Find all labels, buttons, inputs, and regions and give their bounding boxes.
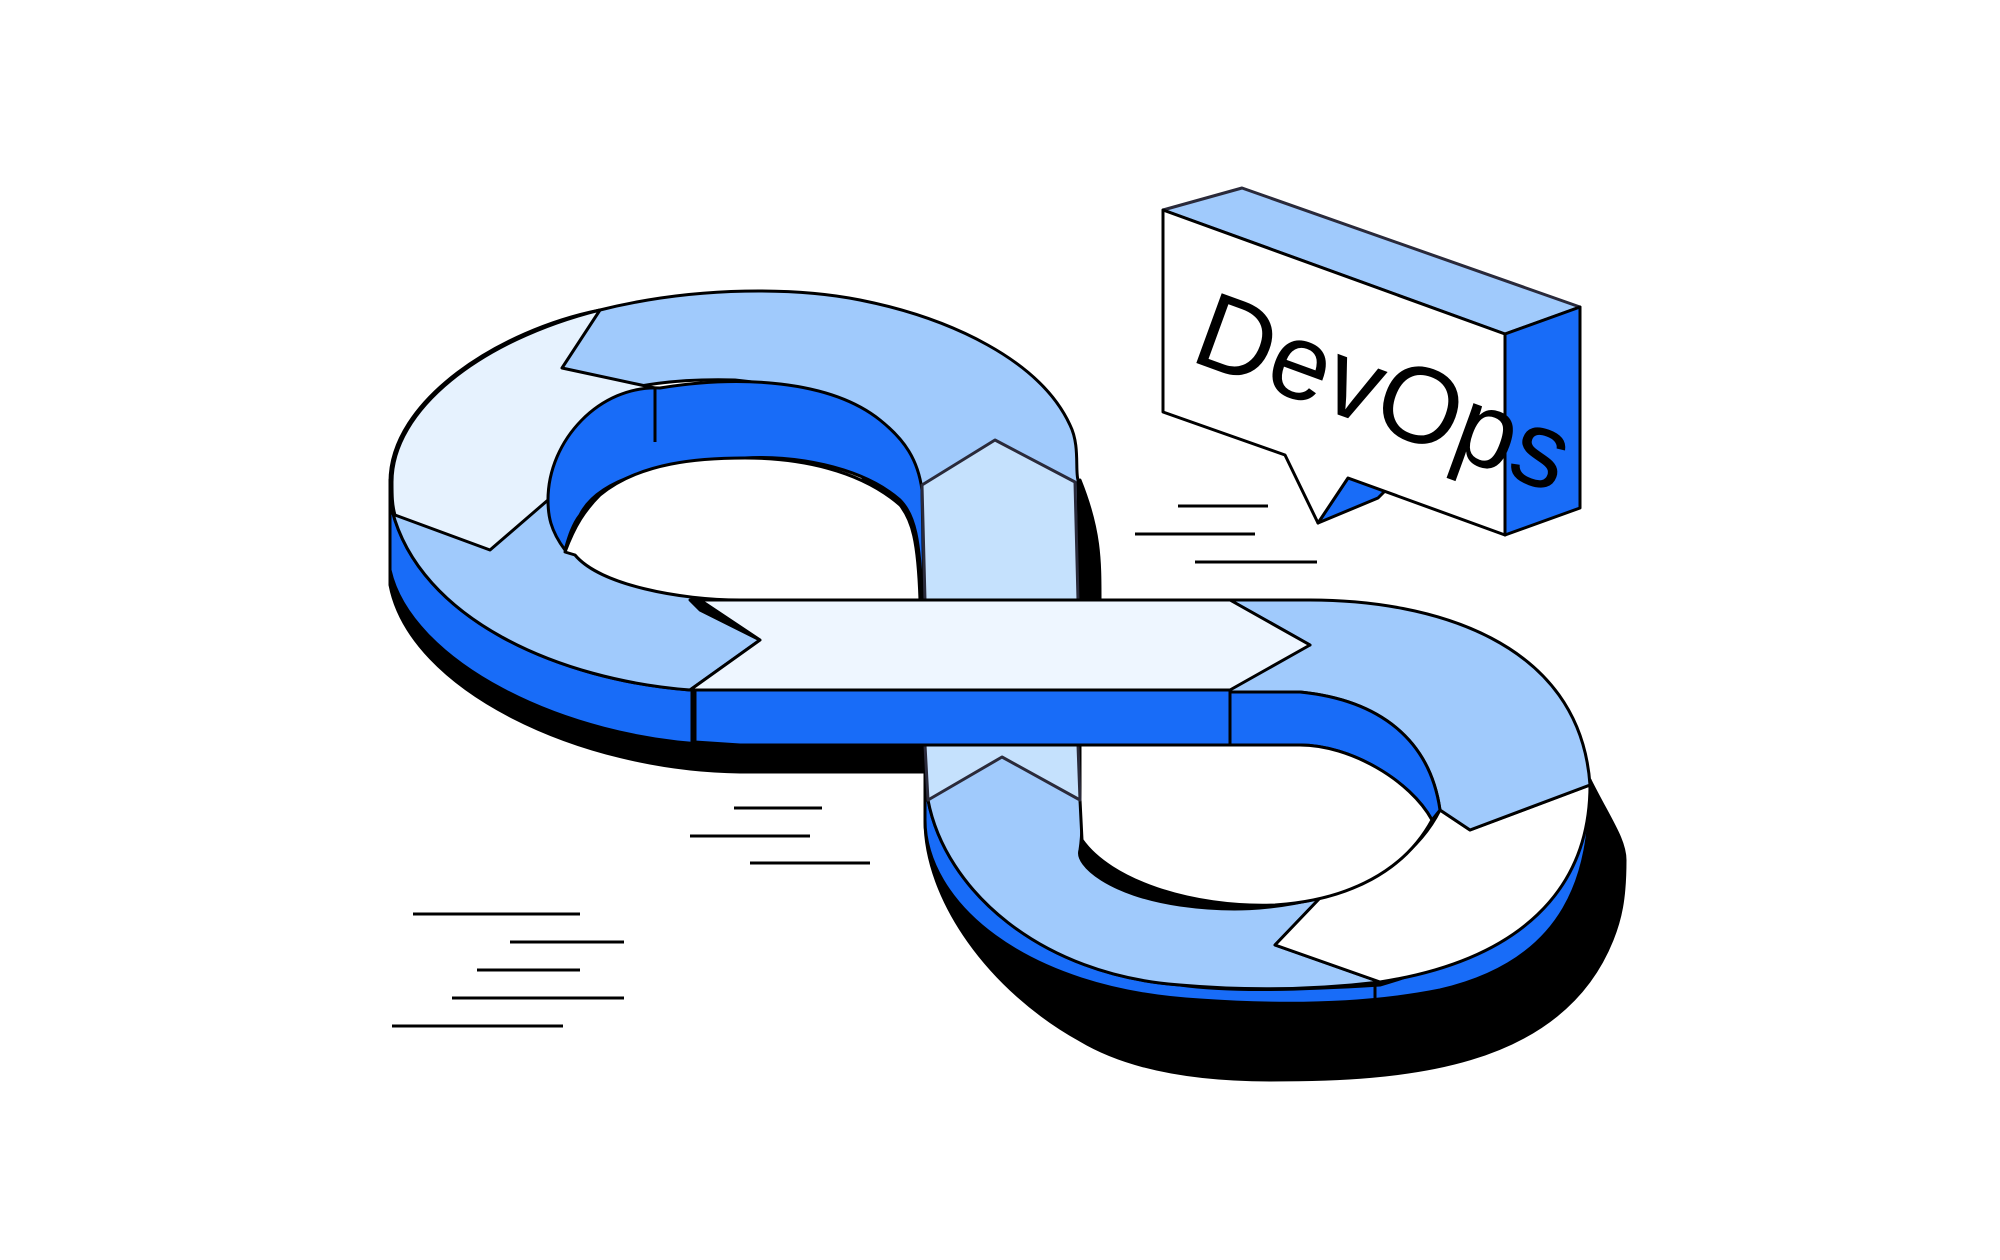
motion-lines-icon (392, 504, 1317, 1028)
speech-bubble-icon (1161, 186, 1582, 537)
infinity-loop-icon (388, 289, 1627, 1082)
